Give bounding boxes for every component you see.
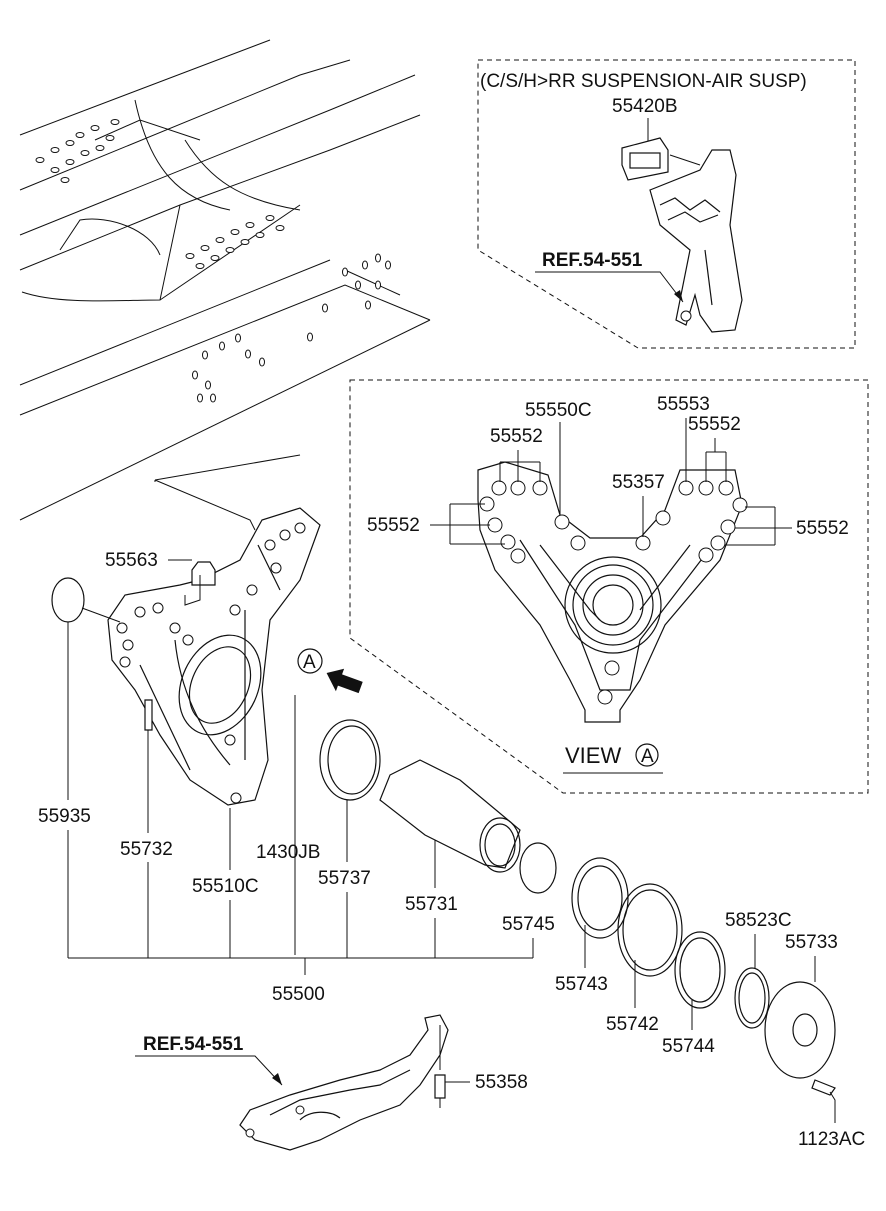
view-a-bolt-holes (479, 480, 748, 564)
callout-55552-right: 55552 (796, 518, 849, 539)
callout-55552-left: 55552 (367, 515, 420, 536)
inset-title: (C/S/H>RR SUSPENSION-AIR SUSP) (480, 71, 807, 92)
callout-55510C: 55510C (192, 876, 259, 897)
knuckle-assembly-drawing: A (51, 480, 836, 1112)
view-a-inset: 55550C 55553 55552 55552 55357 55552 555… (349, 379, 869, 794)
callout-55500: 55500 (272, 984, 325, 1005)
callout-1430JB: 1430JB (256, 842, 320, 863)
callout-55743: 55743 (555, 974, 608, 995)
callout-55733: 55733 (785, 932, 838, 953)
air-suspension-inset: (C/S/H>RR SUSPENSION-AIR SUSP) 55420B RE… (477, 59, 856, 349)
callout-55737: 55737 (318, 868, 371, 889)
sensor-bracket-drawing (621, 137, 743, 333)
callout-1123AC: 1123AC (798, 1129, 865, 1150)
view-word: VIEW (565, 743, 621, 768)
main-callouts: 55563 55935 55732 55510C 1430JB 55737 55… (38, 550, 865, 1150)
vehicle-frame-drawing (19, 39, 431, 531)
ref-label-bottom: REF.54-551 (143, 1034, 244, 1055)
callout-55420B: 55420B (612, 96, 678, 117)
callout-55357: 55357 (612, 472, 665, 493)
lower-arm-drawing: REF.54-551 (135, 1014, 449, 1151)
arrow-letter: A (303, 652, 316, 673)
callout-58523C: 58523C (725, 910, 792, 931)
callout-55732: 55732 (120, 839, 173, 860)
callout-55553: 55553 (657, 394, 710, 415)
callout-55744: 55744 (662, 1036, 715, 1057)
view-letter: A (641, 746, 654, 767)
ref-label-top: REF.54-551 (542, 250, 643, 271)
callout-55745: 55745 (502, 914, 555, 935)
callout-55742: 55742 (606, 1014, 659, 1035)
callout-55550C: 55550C (525, 400, 592, 421)
callout-55731: 55731 (405, 894, 458, 915)
callout-55358: 55358 (475, 1072, 528, 1093)
callout-55563: 55563 (105, 550, 158, 571)
callout-55552-top-right: 55552 (688, 414, 741, 435)
callout-55552-top-left: 55552 (490, 426, 543, 447)
callout-55935: 55935 (38, 806, 91, 827)
